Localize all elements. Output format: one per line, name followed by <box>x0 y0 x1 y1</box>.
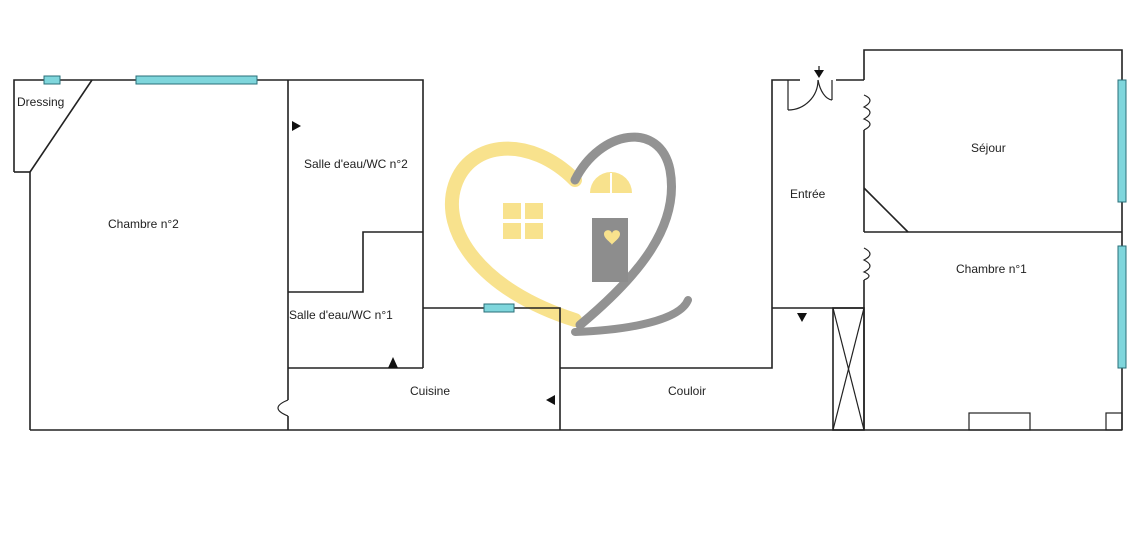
label-dressing: Dressing <box>17 95 64 109</box>
label-cuisine: Cuisine <box>410 384 450 398</box>
label-salle-1: Salle d'eau/WC n°1 <box>289 308 393 322</box>
walls <box>13 49 1123 431</box>
door-arrow-icon <box>292 66 824 405</box>
label-chambre-1: Chambre n°1 <box>956 262 1027 276</box>
label-chambre-2: Chambre n°2 <box>108 217 179 231</box>
label-entree: Entrée <box>790 187 826 201</box>
label-salle-2: Salle d'eau/WC n°2 <box>304 157 408 171</box>
windows <box>43 75 1127 369</box>
heart-house-logo <box>444 132 692 336</box>
label-sejour: Séjour <box>971 141 1006 155</box>
label-couloir: Couloir <box>668 384 706 398</box>
room-labels: Dressing Chambre n°2 Salle d'eau/WC n°2 … <box>17 95 1027 398</box>
door-swing-icon <box>277 79 871 417</box>
